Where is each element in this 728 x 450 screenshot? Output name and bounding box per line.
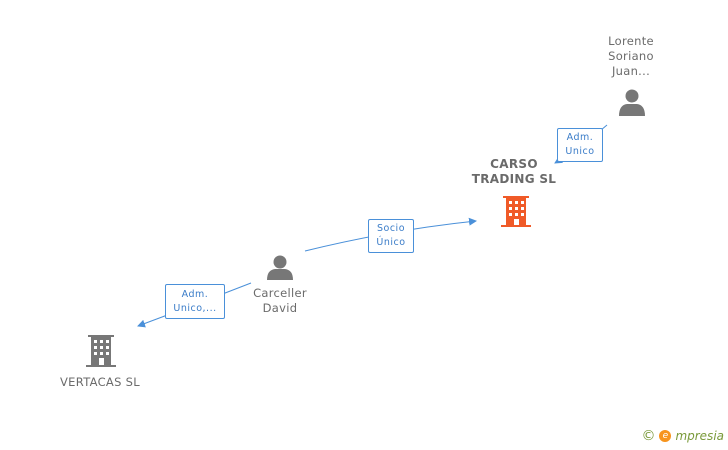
person-icon[interactable]: [619, 89, 645, 117]
person-icon[interactable]: [267, 255, 293, 281]
brand-watermark: © e mpresia: [641, 426, 724, 446]
edge-label-socio-unico[interactable]: Socio Único: [368, 219, 414, 253]
node-label-carceller[interactable]: Carceller David: [253, 286, 307, 315]
building-icon[interactable]: [86, 335, 116, 367]
edge-label-adm-unico-etc[interactable]: Adm. Unico,...: [165, 284, 225, 319]
node-label-lorente[interactable]: Lorente Soriano Juan...: [608, 34, 654, 78]
empresia-logo-icon: e: [659, 430, 672, 442]
copyright-icon: ©: [641, 428, 656, 444]
node-label-vertacas[interactable]: VERTACAS SL: [60, 375, 140, 389]
node-label-carso-trading[interactable]: CARSO TRADING SL: [471, 157, 557, 186]
building-icon[interactable]: [501, 196, 531, 227]
brand-name: mpresia: [675, 429, 724, 443]
edge-label-adm-unico[interactable]: Adm. Unico: [557, 128, 603, 162]
